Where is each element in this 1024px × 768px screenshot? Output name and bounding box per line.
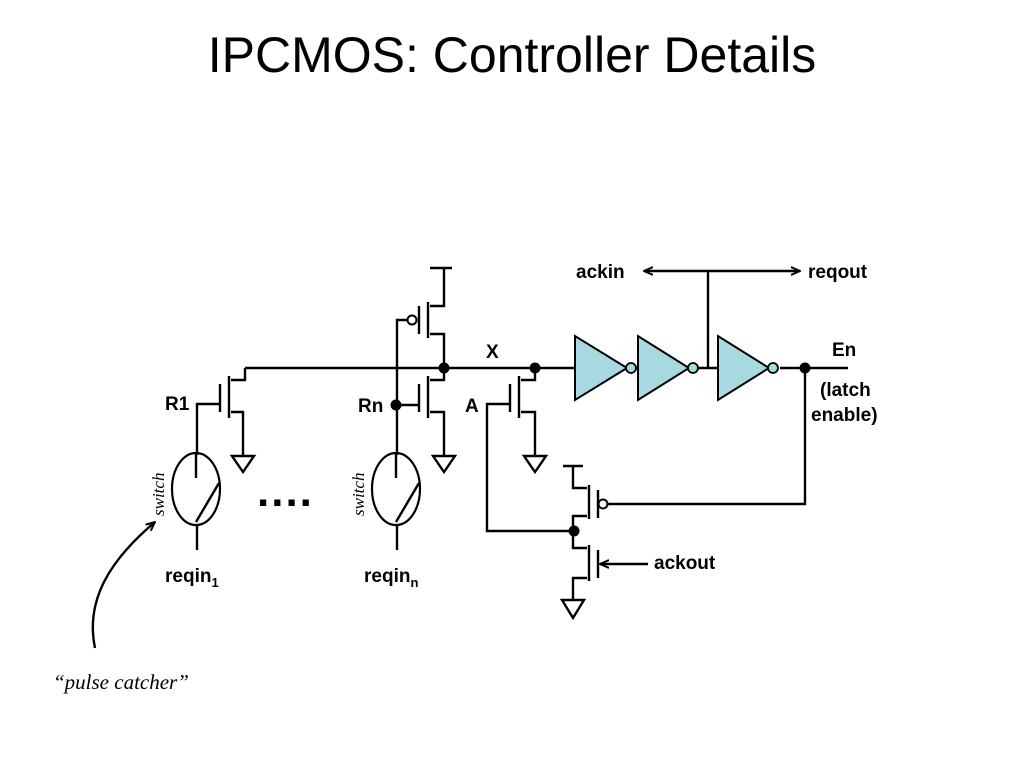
latch-enable-label-1: (latch [820, 380, 871, 401]
junction-dot [799, 362, 811, 374]
switch-n [370, 451, 422, 550]
latch-enable-label-2: enable) [811, 405, 878, 426]
slide-title: IPCMOS: Controller Details [207, 27, 817, 83]
switch-1-label: switch [149, 473, 168, 516]
en-label: En [832, 340, 856, 361]
pullup-pmos-transistor [395, 266, 452, 406]
x-node-label: X [486, 342, 499, 363]
reqout-label: reqout [808, 262, 868, 283]
a-nmos-transistor [485, 368, 574, 533]
ellipsis: .... [257, 467, 314, 516]
ackout-label: ackout [654, 553, 716, 574]
inverter-2 [637, 334, 699, 402]
ackin-reqout-wire [644, 271, 800, 368]
ackout-nmos-transistor [559, 545, 648, 621]
junction-dot [390, 399, 402, 411]
rn-nmos-transistor [395, 368, 458, 475]
inverter-1 [574, 334, 638, 402]
r1-nmos-transistor [195, 368, 257, 475]
reqin-1-label: reqin1 [165, 566, 219, 590]
junction-dot [568, 525, 580, 537]
pulse-catcher-label: “pulse catcher” [53, 670, 189, 694]
rn-label: Rn [358, 396, 383, 417]
switch-n-label: switch [349, 473, 368, 516]
reqin-n-label: reqinn [364, 566, 418, 590]
a-label: A [465, 396, 479, 417]
r1-label: R1 [165, 394, 190, 415]
ackin-label: ackin [576, 262, 625, 283]
junction-dot [438, 362, 450, 374]
junction-dot [529, 362, 541, 374]
inverter-3 [717, 334, 779, 402]
pulse-catcher-arrow [91, 522, 155, 649]
switch-1 [170, 451, 222, 550]
feedback-pmos-transistor [563, 368, 807, 550]
